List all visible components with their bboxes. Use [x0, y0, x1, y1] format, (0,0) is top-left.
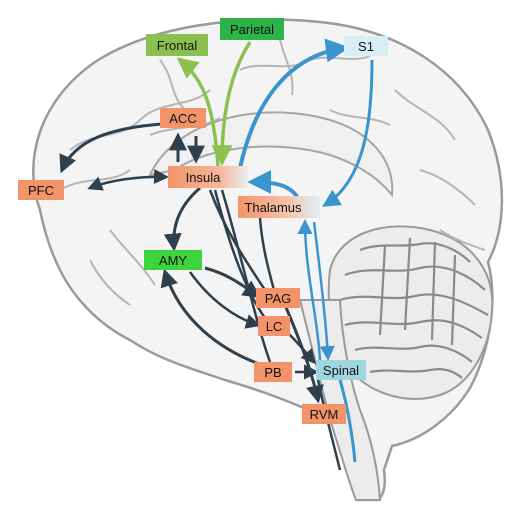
parietal-to-insula-arrow: [211, 41, 252, 167]
parietal-label: Parietal: [230, 22, 274, 37]
acc-label: ACC: [169, 111, 196, 126]
spinal-node: Spinal: [316, 360, 366, 380]
s1-label: S1: [358, 39, 374, 54]
parietal-node: Parietal: [220, 18, 284, 40]
pfc-label: PFC: [28, 183, 54, 198]
cerebellum-folia: [339, 237, 489, 379]
region-labels: Frontal Parietal S1 ACC PFC Insula Thala…: [18, 18, 388, 424]
rvm-node: RVM: [302, 404, 346, 424]
pag-node: PAG: [256, 288, 300, 308]
amy-to-pag-arrow: [204, 266, 261, 299]
thalamus-to-pag-line: [258, 217, 276, 291]
corpus-callosum: [148, 111, 394, 198]
insula-to-pb-line: [220, 189, 272, 363]
spinal-to-thalamus-arrow: [297, 219, 322, 361]
pb-node: PB: [254, 362, 292, 382]
connections: [59, 38, 374, 471]
insula-label: Insula: [186, 170, 221, 185]
pfc-insula-arrow: [87, 169, 169, 191]
lc-to-spinal-arrow: [287, 332, 316, 365]
amy-to-lc-arrow: [188, 271, 261, 329]
rvm-label: RVM: [310, 407, 339, 422]
pfc-node: PFC: [18, 180, 64, 200]
lc-node: LC: [258, 316, 290, 336]
lc-label: LC: [266, 319, 283, 334]
s1-node: S1: [344, 36, 388, 56]
insula-to-s1-arrow: [238, 38, 350, 169]
acc-node: ACC: [160, 108, 206, 128]
pag-label: PAG: [265, 291, 292, 306]
spinal-label: Spinal: [323, 363, 359, 378]
thalamus-to-spinal-arrow: [312, 221, 335, 361]
frontal-label: Frontal: [157, 38, 198, 53]
frontal-node: Frontal: [146, 34, 208, 56]
spinal-ascending-line: [338, 379, 357, 463]
pb-label: PB: [264, 365, 281, 380]
thalamus-to-insula-arrow: [247, 170, 300, 200]
thalamus-node: Thalamus: [238, 196, 320, 218]
insula-to-amy-arrow: [163, 186, 201, 252]
amy-node: AMY: [144, 250, 202, 270]
gyri-lines: [59, 39, 486, 306]
amy-label: AMY: [159, 253, 188, 268]
insula-node: Insula: [168, 166, 248, 188]
pb-to-amy-arrow: [160, 268, 263, 367]
acc-to-pfc-arrow: [59, 122, 163, 174]
s1-to-thalamus-arrow: [321, 59, 374, 207]
thalamus-label: Thalamus: [244, 200, 302, 215]
